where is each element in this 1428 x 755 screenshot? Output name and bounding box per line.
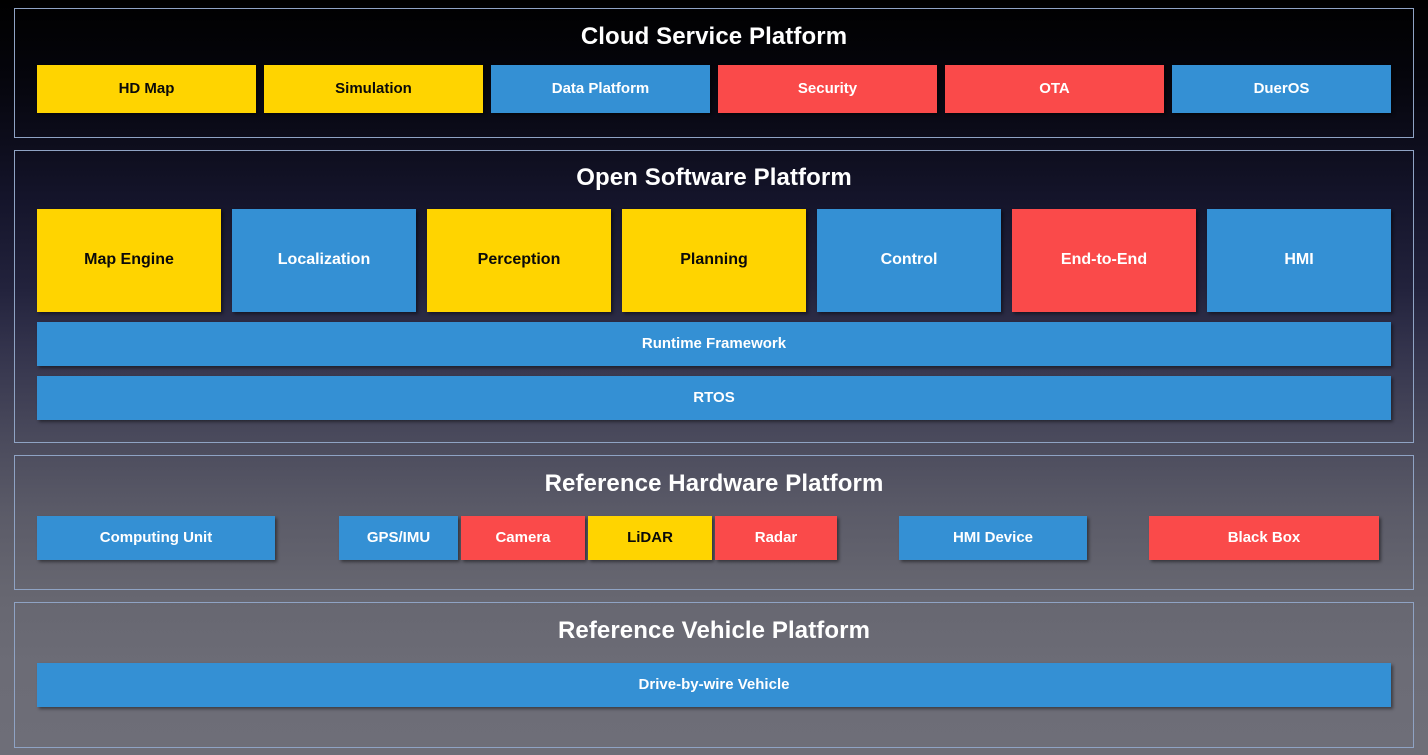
section-title-vehicle: Reference Vehicle Platform — [557, 617, 871, 644]
software-box-row: Map Engine Localization Perception Plann… — [37, 209, 1391, 312]
section-cloud-service-platform: Cloud Service Platform HD Map Simulation… — [14, 8, 1414, 138]
box-gps-imu[interactable]: GPS/IMU — [339, 516, 458, 560]
section-title-cloud: Cloud Service Platform — [580, 23, 848, 50]
box-perception[interactable]: Perception — [427, 209, 611, 312]
box-data-platform[interactable]: Data Platform — [491, 65, 710, 113]
box-hmi[interactable]: HMI — [1207, 209, 1391, 312]
box-end-to-end[interactable]: End-to-End — [1012, 209, 1196, 312]
box-localization[interactable]: Localization — [232, 209, 416, 312]
box-hd-map[interactable]: HD Map — [37, 65, 256, 113]
hardware-box-row: Computing Unit GPS/IMU Camera LiDAR Rada… — [37, 516, 1391, 560]
box-dueros[interactable]: DuerOS — [1172, 65, 1391, 113]
bar-rtos[interactable]: RTOS — [37, 376, 1391, 420]
section-reference-vehicle-platform: Reference Vehicle Platform Drive-by-wire… — [14, 602, 1414, 748]
box-radar[interactable]: Radar — [715, 516, 837, 560]
box-ota[interactable]: OTA — [945, 65, 1164, 113]
bar-drive-by-wire-vehicle[interactable]: Drive-by-wire Vehicle — [37, 663, 1391, 707]
box-black-box[interactable]: Black Box — [1149, 516, 1379, 560]
box-camera[interactable]: Camera — [461, 516, 585, 560]
sensor-cluster: GPS/IMU Camera LiDAR Radar — [339, 516, 837, 560]
box-security[interactable]: Security — [718, 65, 937, 113]
bar-runtime-framework[interactable]: Runtime Framework — [37, 322, 1391, 366]
box-control[interactable]: Control — [817, 209, 1001, 312]
box-simulation[interactable]: Simulation — [264, 65, 483, 113]
box-planning[interactable]: Planning — [622, 209, 806, 312]
box-computing-unit[interactable]: Computing Unit — [37, 516, 275, 560]
box-lidar[interactable]: LiDAR — [588, 516, 712, 560]
box-map-engine[interactable]: Map Engine — [37, 209, 221, 312]
section-open-software-platform: Open Software Platform Map Engine Locali… — [14, 150, 1414, 443]
cloud-box-row: HD Map Simulation Data Platform Security… — [37, 65, 1391, 113]
section-reference-hardware-platform: Reference Hardware Platform Computing Un… — [14, 455, 1414, 590]
section-title-software: Open Software Platform — [576, 164, 852, 191]
architecture-stack: Cloud Service Platform HD Map Simulation… — [14, 8, 1414, 748]
section-title-hardware: Reference Hardware Platform — [544, 470, 884, 497]
box-hmi-device[interactable]: HMI Device — [899, 516, 1087, 560]
